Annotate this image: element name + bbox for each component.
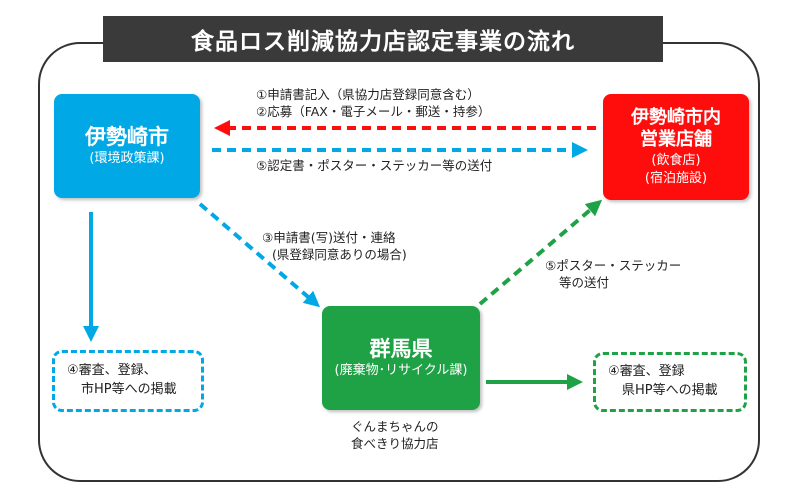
gunma-caption-line-2: 食べきり協力店 <box>351 435 439 451</box>
label-step-5-right-line-1: ⑤ポスター・ステッカー <box>545 258 682 273</box>
node-gunma-name: 群馬県 <box>369 337 433 362</box>
label-step-2: ②応募（FAX・電子メール・郵送・持参） <box>256 103 491 119</box>
gunma-caption-line-1: ぐんまちゃんの <box>351 419 439 434</box>
node-gunma-pref: 群馬県 (廃棄物･リサイクル課) <box>322 306 480 410</box>
label-step-5-top: ⑤認定書・ポスター・ステッカー等の送付 <box>256 158 493 173</box>
label-step-5-right: ⑤ポスター・ステッカー 等の送付 <box>545 258 681 292</box>
node-isesaki-name: 伊勢崎市 <box>85 125 169 150</box>
node-isesaki-city: 伊勢崎市 (環境政策課) <box>54 94 200 198</box>
node-shops: 伊勢崎市内 営業店舗 (飲食店) (宿泊施設) <box>603 94 749 200</box>
node-shops-type-1: (飲食店) <box>651 152 701 168</box>
pref-review-box: ④審査、登録 県HP等への掲載 <box>593 352 747 412</box>
label-step-1-2: ①申請書記入（県協力店登録同意含む） ②応募（FAX・電子メール・郵送・持参） <box>256 87 490 121</box>
arrow-gunma-to-shop <box>478 199 603 306</box>
label-step-3: ③申請書(写)送付・連絡 (県登録同意ありの場合) <box>262 230 407 264</box>
city-review-box: ④審査、登録、 市HP等への掲載 <box>52 350 204 412</box>
page-title: 食品ロス削減協力店認定事業の流れ <box>103 16 663 62</box>
city-review-line-1: ④審査、登録、 <box>67 363 157 379</box>
node-isesaki-dept: (環境政策課) <box>89 151 165 167</box>
label-step-3-line-2: (県登録同意ありの場合) <box>272 246 407 262</box>
city-review-line-2: 市HP等への掲載 <box>81 382 177 397</box>
arrow-city-to-gunma <box>198 202 321 308</box>
pref-review-line-2: 県HP等への掲載 <box>622 383 718 398</box>
label-step-5-right-line-2: 等の送付 <box>559 274 610 290</box>
node-shops-name-2: 営業店舗 <box>640 129 712 151</box>
label-step-1: ①申請書記入（県協力店登録同意含む） <box>256 87 480 102</box>
node-shops-type-2: (宿泊施設) <box>644 170 708 186</box>
pref-review-line-1: ④審査、登録 <box>608 364 685 380</box>
gunma-caption: ぐんまちゃんの 食べきり協力店 <box>351 419 439 453</box>
node-gunma-dept: (廃棄物･リサイクル課) <box>334 363 468 379</box>
label-step-3-line-1: ③申請書(写)送付・連絡 <box>262 230 396 245</box>
node-shops-name-1: 伊勢崎市内 <box>631 106 721 128</box>
